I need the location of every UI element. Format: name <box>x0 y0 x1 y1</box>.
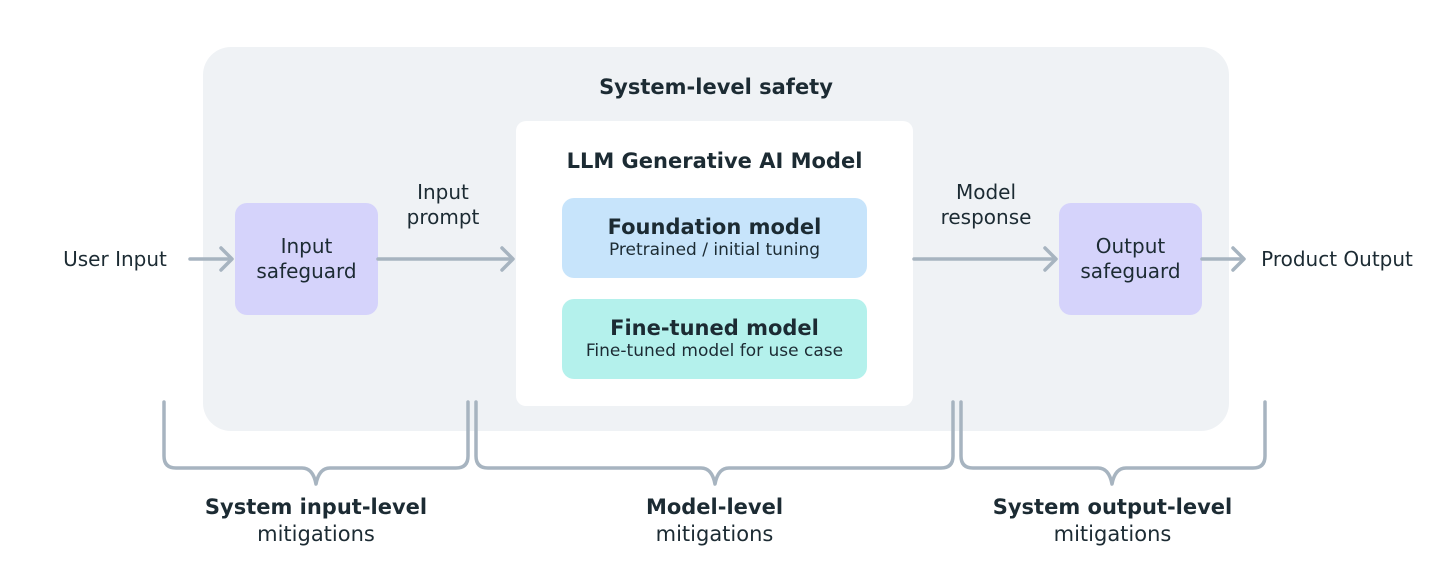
finetuned-model-box: Fine-tuned model Fine-tuned model for us… <box>562 299 867 379</box>
input-level-subtitle: mitigations <box>257 522 375 546</box>
brace-model-level <box>474 400 955 486</box>
model-level-title: Model-level <box>645 495 784 519</box>
brace-output-level <box>959 400 1267 486</box>
model-response-line2: response <box>940 205 1032 229</box>
arrowhead-4 <box>1231 246 1246 272</box>
input-level-title: System input-level <box>204 495 428 519</box>
model-level-mitigations: Model-level mitigations <box>476 494 953 548</box>
input-level-mitigations: System input-level mitigations <box>164 494 468 548</box>
arrowhead-1 <box>219 246 234 272</box>
product-output-label: Product Output <box>1261 247 1413 271</box>
output-level-title: System output-level <box>992 495 1233 519</box>
model-level-subtitle: mitigations <box>655 522 774 546</box>
foundation-model-title: Foundation model <box>607 215 822 239</box>
input-safeguard-line1: Input <box>280 234 333 258</box>
input-safeguard-line2: safeguard <box>256 259 357 283</box>
output-level-mitigations: System output-level mitigations <box>960 494 1265 548</box>
output-level-subtitle: mitigations <box>1053 522 1172 546</box>
brace-input-level <box>162 400 470 486</box>
output-safeguard-box: Output safeguard <box>1059 203 1202 315</box>
model-response-line1: Model <box>955 180 1017 204</box>
input-prompt-line1: Input <box>417 180 469 204</box>
arrowhead-3 <box>1043 246 1058 272</box>
output-safeguard-line1: Output <box>1095 234 1166 258</box>
arrowhead-2 <box>500 246 515 272</box>
input-prompt-line2: prompt <box>406 205 480 229</box>
llm-model-title: LLM Generative AI Model <box>566 149 863 173</box>
finetuned-model-subtitle: Fine-tuned model for use case <box>585 341 844 361</box>
output-safeguard-line2: safeguard <box>1080 259 1181 283</box>
input-prompt-label: Input prompt <box>388 180 498 230</box>
foundation-model-subtitle: Pretrained / initial tuning <box>608 240 821 260</box>
user-input-label: User Input <box>63 247 167 271</box>
input-safeguard-box: Input safeguard <box>235 203 378 315</box>
finetuned-model-title: Fine-tuned model <box>610 316 819 340</box>
model-response-label: Model response <box>926 180 1046 230</box>
foundation-model-box: Foundation model Pretrained / initial tu… <box>562 198 867 278</box>
system-level-title: System-level safety <box>599 75 833 99</box>
